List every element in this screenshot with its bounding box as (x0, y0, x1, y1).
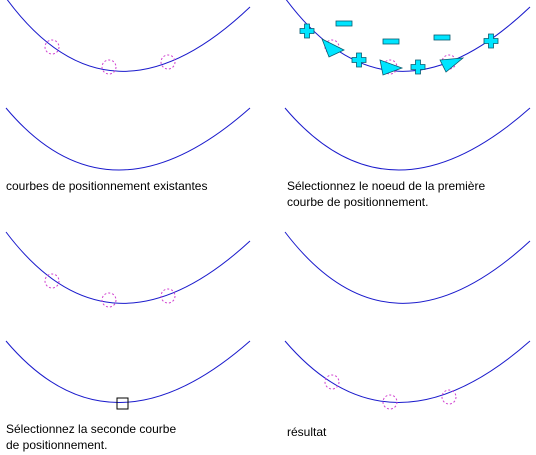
lower-curve (5, 107, 251, 171)
caption-line: de positionnement. (6, 438, 108, 452)
caption-existing-curves: courbes de positionnement existantes (6, 179, 208, 193)
upper-curve (6, 0, 251, 72)
panel-select-second (5, 231, 251, 410)
add-grip-icon[interactable] (299, 23, 315, 39)
node-marker (44, 273, 60, 289)
add-grip-icon[interactable] (410, 59, 426, 75)
node-marker (160, 288, 176, 304)
add-grip-icon[interactable] (351, 52, 367, 68)
node-marker (441, 389, 457, 405)
caption-line: courbe de positionnement. (287, 195, 429, 209)
node-marker (44, 39, 60, 55)
direction-grip-icon[interactable] (439, 57, 465, 73)
node-marker (160, 54, 176, 70)
caption-select-first: Sélectionnez le noeud de la première cour… (287, 178, 485, 210)
caption-result: résultat (287, 425, 327, 439)
upper-curve (5, 231, 251, 304)
panel-select-first (284, 0, 531, 171)
add-grip-icon[interactable] (483, 33, 499, 49)
panel-existing-curves (5, 0, 251, 171)
node-marker (101, 59, 117, 75)
lower-curve (284, 107, 531, 171)
upper-curve (284, 231, 531, 304)
caption-line: Sélectionnez la seconde courbe (6, 422, 177, 436)
node-marker (101, 292, 117, 308)
remove-grip-icon[interactable] (382, 38, 400, 45)
caption-line: Sélectionnez le noeud de la première (287, 179, 486, 193)
remove-grip-icon[interactable] (335, 20, 353, 27)
direction-grip-icon[interactable] (379, 59, 404, 76)
node-marker (382, 394, 398, 410)
node-marker (324, 374, 340, 390)
pick-box-icon[interactable] (116, 397, 129, 410)
remove-grip-icon[interactable] (433, 34, 451, 41)
caption-select-second: Sélectionnez la seconde courbe de positio… (6, 421, 176, 453)
lower-curve (5, 340, 251, 403)
panel-result (284, 231, 531, 410)
direction-grip-icon[interactable] (321, 38, 345, 58)
lower-curve (284, 340, 531, 403)
